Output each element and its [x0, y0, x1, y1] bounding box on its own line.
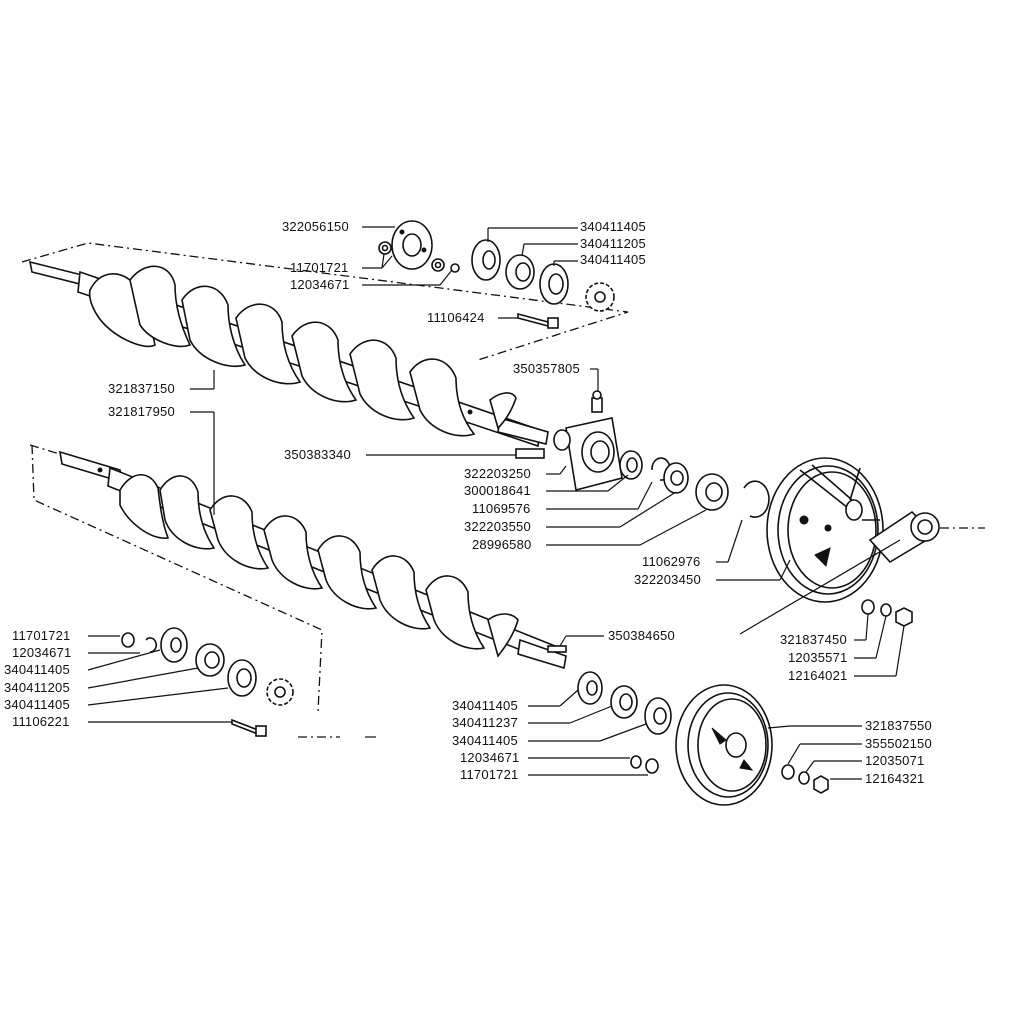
- label-321837550: 321837550: [865, 718, 932, 733]
- washer-322203550: [663, 462, 689, 494]
- sprocket-left: [266, 678, 294, 706]
- label-350384650: 350384650: [608, 628, 675, 643]
- large-pulley-322203450: [766, 457, 884, 603]
- label-340411405-left-a: 340411405: [4, 662, 70, 677]
- key-350384650: [547, 645, 567, 653]
- plate-340411405-top-b: [539, 263, 569, 305]
- leader-lines: [87, 226, 905, 780]
- label-11062976: 11062976: [642, 554, 700, 569]
- label-12034671-left: 12034671: [12, 645, 71, 660]
- washer-12035071: [798, 771, 810, 785]
- label-12164321: 12164321: [865, 771, 924, 786]
- label-340411405-b: 340411405: [580, 252, 646, 267]
- upper-assembly-boundary: [21, 242, 629, 361]
- label-11069576: 11069576: [472, 501, 530, 516]
- label-11106424: 11106424: [427, 310, 485, 325]
- label-12164021: 12164021: [788, 668, 847, 683]
- label-11701721-top: 11701721: [290, 260, 348, 275]
- plate-340411405-mid-b: [644, 697, 672, 735]
- label-340411237: 340411237: [452, 715, 518, 730]
- sprocket-top: [585, 282, 615, 312]
- bearing-340411205-left: [195, 643, 225, 677]
- plate-340411405-left-b: [227, 659, 257, 697]
- plate-340411405-left: [160, 627, 188, 663]
- label-322203450: 322203450: [634, 572, 701, 587]
- plate-340411405-top: [471, 239, 501, 281]
- nut-11701721-left: [121, 632, 135, 648]
- part-labels: 322056150 11701721 12034671 340411405 34…: [4, 219, 932, 786]
- label-300018641: 300018641: [464, 483, 531, 498]
- key-350383340: [515, 448, 545, 459]
- upper-auger-shaft: [28, 260, 549, 448]
- washer-12034671-mid: [630, 755, 642, 769]
- label-350383340: 350383340: [284, 447, 351, 462]
- small-pulley-321837550: [675, 684, 773, 806]
- circlip-11062976: [743, 480, 770, 518]
- label-350357805: 350357805: [513, 361, 580, 376]
- washer-12035571: [861, 599, 892, 617]
- ring-300018641: [619, 450, 643, 480]
- label-28996580: 28996580: [472, 537, 531, 552]
- nut-12164021: [895, 607, 913, 627]
- label-322203250: 322203250: [464, 466, 531, 481]
- label-12035071: 12035071: [865, 753, 924, 768]
- plate-340411405-mid: [577, 671, 603, 705]
- label-12034671-mid: 12034671: [460, 750, 519, 765]
- spacer-321837450: [868, 510, 985, 564]
- bolt-11106424: [517, 312, 559, 329]
- label-340411205-top: 340411205: [580, 236, 646, 251]
- bearing-340411205-top: [505, 254, 535, 290]
- bearing-28996580: [695, 473, 729, 511]
- spacer-355502150: [781, 764, 795, 780]
- label-340411405-a: 340411405: [580, 219, 646, 234]
- bolt-11106221: [231, 718, 267, 737]
- label-12035571: 12035571: [788, 650, 847, 665]
- washer-12034671-top: [431, 258, 460, 273]
- label-340411405-left-b: 340411405: [4, 697, 70, 712]
- nut-11701721-top: [378, 241, 392, 255]
- label-321837150: 321837150: [108, 381, 175, 396]
- bearing-340411237: [610, 685, 638, 719]
- housing-322203250: [553, 417, 623, 491]
- label-11701721-mid: 11701721: [460, 767, 518, 782]
- washer-12034671-left: [145, 637, 157, 653]
- grease-fitting-350357805: [591, 390, 603, 413]
- label-321837450: 321837450: [780, 632, 847, 647]
- nut-12164321: [813, 775, 829, 794]
- label-340411405-mid-b: 340411405: [452, 733, 518, 748]
- label-11106221: 11106221: [12, 714, 70, 729]
- label-321817950: 321817950: [108, 404, 175, 419]
- lower-auger-shaft: [58, 450, 567, 670]
- label-340411205-left: 340411205: [4, 680, 70, 695]
- label-322056150: 322056150: [282, 219, 349, 234]
- flange-322056150: [391, 220, 433, 270]
- label-322203550: 322203550: [464, 519, 531, 534]
- nut-11701721-mid: [645, 758, 659, 774]
- label-340411405-mid-a: 340411405: [452, 698, 518, 713]
- label-11701721-left: 11701721: [12, 628, 70, 643]
- label-12034671-top: 12034671: [290, 277, 349, 292]
- label-355502150: 355502150: [865, 736, 932, 751]
